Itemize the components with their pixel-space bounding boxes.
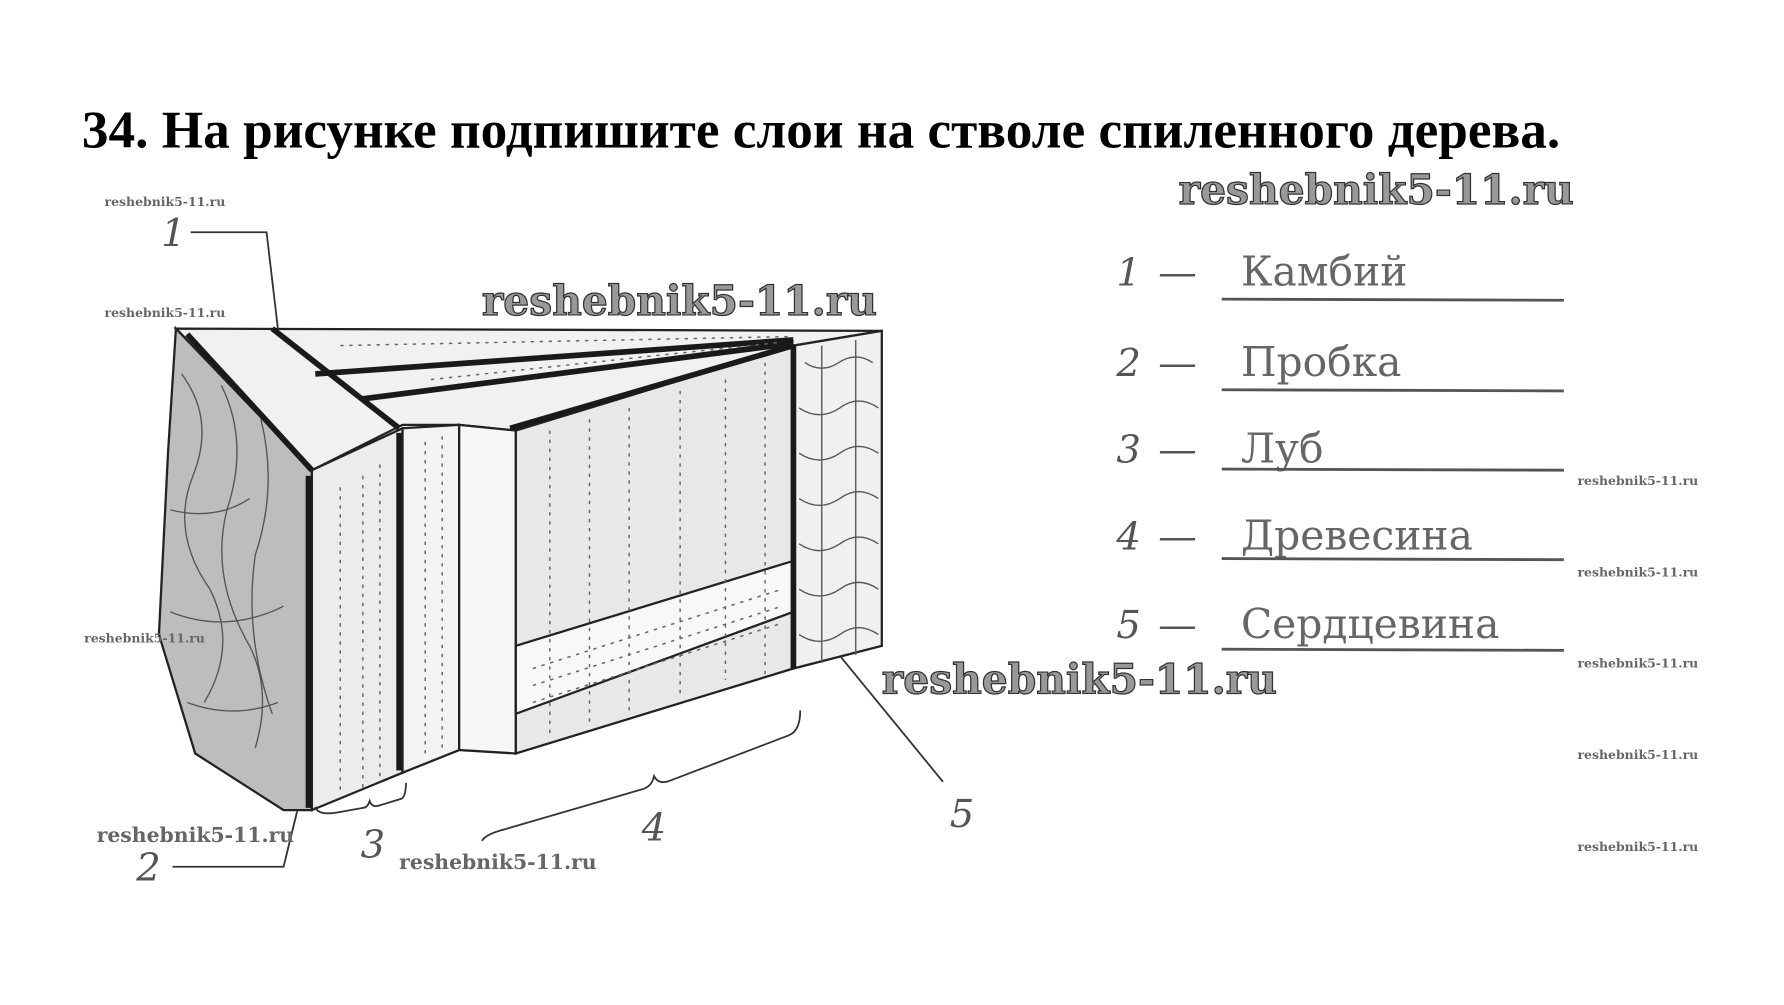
watermark: reshebnik5-11.ru xyxy=(105,194,226,209)
callout-4: 4 xyxy=(641,806,667,851)
watermark: reshebnik5-11.ru xyxy=(1577,747,1698,762)
bark-texture xyxy=(170,373,284,748)
answer-row: 2 — Пробка xyxy=(1115,338,1564,393)
watermark: reshebnik5-11.ru xyxy=(1577,565,1698,580)
watermark: reshebnik5-11.ru xyxy=(1577,839,1698,854)
watermark: reshebnik5-11.ru xyxy=(482,277,877,325)
phloem-face xyxy=(310,426,404,812)
callout-3-brace xyxy=(314,782,407,815)
pith-cells xyxy=(798,339,879,663)
answer-number: 5 xyxy=(1116,603,1141,648)
watermark: reshebnik5-11.ru xyxy=(105,305,226,320)
answer-number: 3 xyxy=(1116,427,1141,472)
watermark: reshebnik5-11.ru xyxy=(1577,473,1698,488)
answer-underline xyxy=(1221,557,1564,562)
answer-underline xyxy=(1221,467,1564,472)
answer-row: 1 — Камбий xyxy=(1116,248,1564,302)
answer-row: 4 — Древесина xyxy=(1115,512,1564,562)
answer-text[interactable]: Пробка xyxy=(1241,338,1402,386)
watermark: reshebnik5-11.ru xyxy=(399,850,597,874)
watermark: reshebnik5-11.ru xyxy=(1577,655,1698,670)
answer-text[interactable]: Луб xyxy=(1241,424,1324,472)
task-title: 34. На рисунке подпишите слои на стволе … xyxy=(82,100,1560,159)
answer-text[interactable]: Древесина xyxy=(1241,512,1473,560)
top-dark-line-4 xyxy=(362,340,794,402)
callout-3: 3 xyxy=(361,823,386,868)
top-dark-line-1 xyxy=(270,326,401,431)
wood-texture xyxy=(339,335,794,794)
watermark: reshebnik5-11.ru xyxy=(882,655,1277,703)
tree-trunk-diagram: 1 2 3 4 5 xyxy=(135,211,974,890)
callout-4-brace xyxy=(481,710,802,842)
answer-dash: — xyxy=(1158,515,1197,560)
callout-5: 5 xyxy=(950,792,975,837)
answer-dash: — xyxy=(1158,603,1197,648)
sapwood-face xyxy=(401,423,461,775)
callout-1-leader xyxy=(190,231,279,329)
top-dark-line-3 xyxy=(315,337,794,377)
callout-2-leader xyxy=(172,811,299,868)
answer-underline xyxy=(1221,647,1564,652)
callout-1: 1 xyxy=(161,211,186,256)
answer-number: 2 xyxy=(1115,341,1141,386)
answer-number: 1 xyxy=(1116,251,1141,296)
answer-text[interactable]: Сердцевина xyxy=(1241,600,1499,648)
answer-number: 4 xyxy=(1115,515,1141,560)
answer-underline xyxy=(1221,388,1564,393)
answer-list: 1 — Камбий 2 — Пробка 3 — Луб 4 — Древес… xyxy=(1115,248,1564,652)
answer-dash: — xyxy=(1158,341,1197,386)
answer-underline xyxy=(1221,297,1564,302)
top-dark-line-2 xyxy=(185,332,314,473)
watermark: reshebnik5-11.ru xyxy=(84,630,205,645)
top-dark-line-5 xyxy=(509,342,795,432)
answer-row: 3 — Луб xyxy=(1116,424,1564,472)
answer-dash: — xyxy=(1158,427,1197,472)
answer-dash: — xyxy=(1158,251,1197,296)
callout-5-leader xyxy=(840,656,944,783)
wedge-face xyxy=(458,423,517,755)
answer-text[interactable]: Камбий xyxy=(1241,248,1407,296)
watermark: reshebnik5-11.ru xyxy=(1179,166,1574,214)
watermarks: reshebnik5-11.ru reshebnik5-11.ru resheb… xyxy=(84,165,1698,874)
answer-row: 5 — Сердцевина xyxy=(1116,600,1564,652)
callout-2: 2 xyxy=(135,845,161,890)
watermark: reshebnik5-11.ru xyxy=(97,823,295,847)
